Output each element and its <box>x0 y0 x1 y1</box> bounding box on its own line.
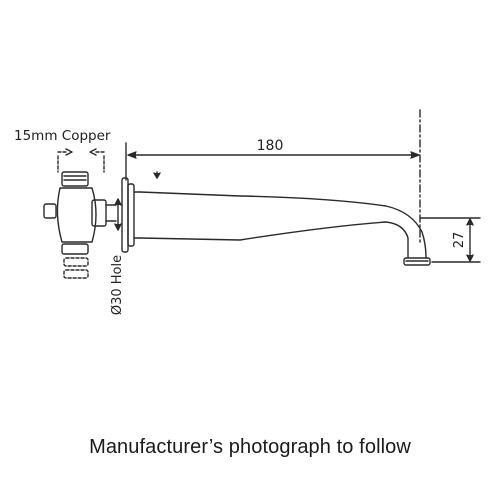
wall-flange <box>121 177 141 253</box>
hole-dimension-line <box>114 198 122 231</box>
bath-spout <box>139 171 431 266</box>
caption: Manufacturer’s photograph to follow <box>89 436 411 458</box>
height-label: 27 <box>452 232 467 249</box>
length-label: 180 <box>257 138 284 154</box>
height-dimension-line <box>419 217 481 263</box>
hole-size-label: Ø30 Hole <box>110 255 125 315</box>
length-dimension-line <box>125 109 421 246</box>
pipe-dimension-line <box>57 148 105 156</box>
valve-body <box>43 155 117 279</box>
pipe-size-label: 15mm Copper <box>14 128 111 144</box>
